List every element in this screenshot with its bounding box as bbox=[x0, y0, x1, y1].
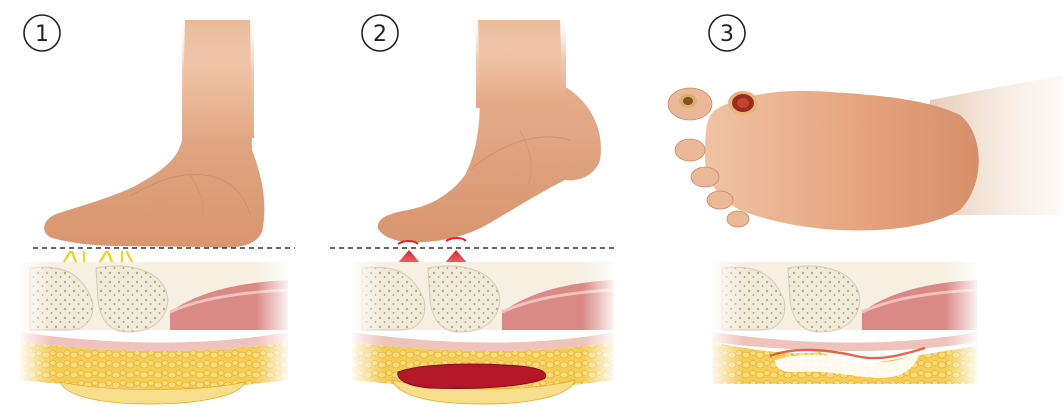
pressure-mark-toe-2 bbox=[446, 238, 466, 241]
toe-5 bbox=[727, 211, 749, 227]
toe-4 bbox=[707, 191, 733, 209]
step-3-number: 3 bbox=[720, 22, 734, 47]
step-3-badge: 3 bbox=[709, 15, 745, 51]
foot-raised-illustration bbox=[378, 18, 601, 242]
panel-1: 1 bbox=[20, 15, 295, 404]
toe-2 bbox=[675, 139, 705, 161]
pressure-mark-toe-1 bbox=[398, 241, 418, 244]
step-1-badge: 1 bbox=[24, 15, 60, 51]
tissue-section-2 bbox=[352, 262, 614, 404]
step-2-number: 2 bbox=[373, 22, 387, 47]
panel-3: 3 bbox=[668, 15, 1063, 386]
panel-2: 2 bbox=[330, 15, 615, 404]
foot-flat-illustration bbox=[44, 18, 264, 248]
toe-ulcer bbox=[679, 94, 697, 108]
foot-sole-illustration bbox=[668, 75, 1063, 230]
step-1-number: 1 bbox=[35, 22, 49, 47]
toe-3 bbox=[691, 167, 719, 187]
tissue-section-1 bbox=[20, 262, 288, 404]
step-2-badge: 2 bbox=[362, 15, 398, 51]
tissue-section-3 bbox=[712, 262, 977, 386]
forefoot-ulcer bbox=[728, 91, 758, 115]
